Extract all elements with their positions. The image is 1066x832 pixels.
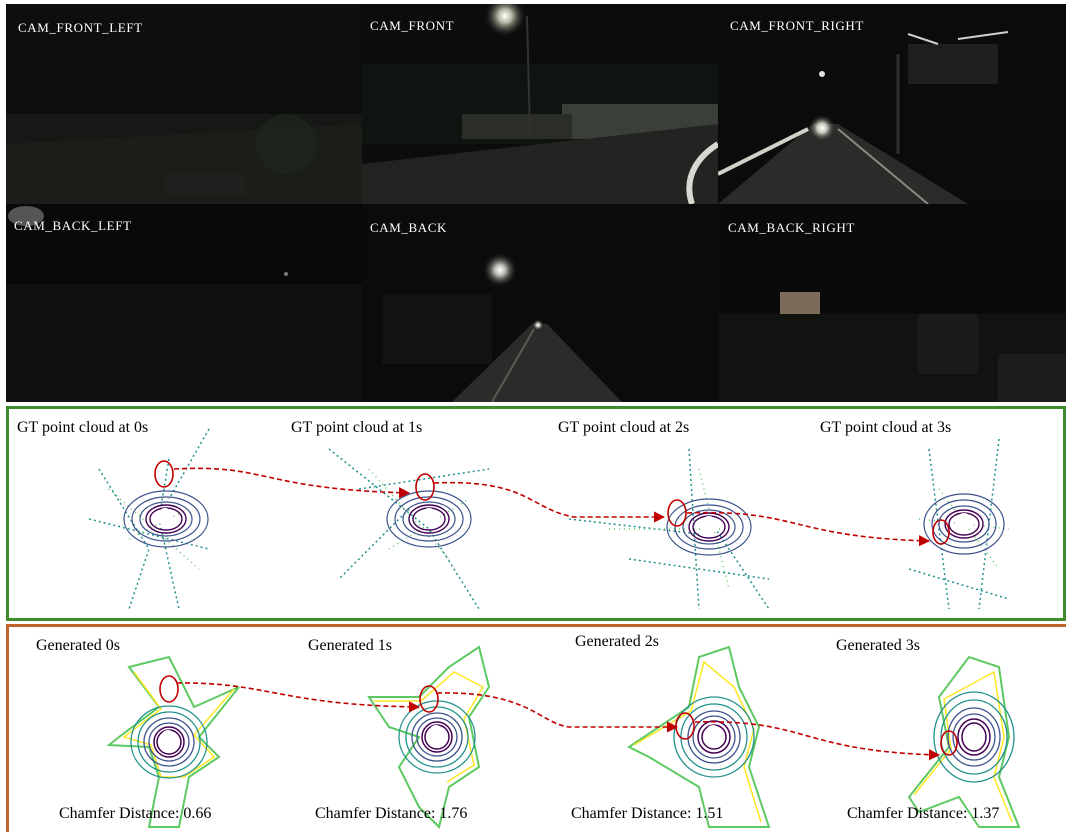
cam-back-left-view: CAM_BACK_LEFT [6, 204, 362, 402]
generated-cloud-2s [627, 645, 771, 828]
generated-label-1s: Generated 1s [308, 637, 392, 654]
chamfer-distance-2s: Chamfer Distance: 1.51 [571, 805, 724, 822]
gt-label-3s: GT point cloud at 3s [820, 419, 952, 436]
cam-back-image [362, 204, 718, 402]
cam-front-left-view: CAM_FRONT_LEFT [6, 4, 362, 204]
cam-front-view: CAM_FRONT [362, 4, 718, 204]
cam-back-label: CAM_BACK [370, 220, 448, 235]
camera-grid: CAM_FRONT_LEFT CAM_FRONT [6, 4, 1066, 402]
gt-point-cloud-plots [88, 428, 1010, 610]
cam-front-label: CAM_FRONT [370, 18, 455, 33]
generated-track-arrows [176, 682, 941, 761]
gt-label-2s: GT point cloud at 2s [558, 419, 690, 436]
gt-cloud-1s [328, 448, 490, 610]
gt-label-0s: GT point cloud at 0s [17, 419, 149, 436]
cam-back-right-label: CAM_BACK_RIGHT [728, 220, 855, 235]
generated-cloud-3s [907, 655, 1021, 828]
gt-track-arrows [173, 467, 931, 547]
generated-track-marker-2s [675, 712, 695, 740]
cam-back-left-image [6, 204, 362, 402]
cam-front-right-label: CAM_FRONT_RIGHT [730, 18, 864, 33]
gt-point-cloud-panel: GT point cloud at 0s GT point cloud at 1… [6, 406, 1066, 621]
cam-front-image [362, 4, 718, 204]
generated-track-marker-0s [159, 675, 179, 703]
cam-front-left-image [6, 4, 362, 204]
cam-back-right-image [718, 204, 1066, 402]
cam-front-right-image [718, 4, 1066, 204]
generated-label-0s: Generated 0s [36, 637, 120, 654]
generated-cloud-1s [367, 645, 491, 829]
generated-label-3s: Generated 3s [836, 637, 920, 654]
gt-track-marker-1s [415, 473, 435, 501]
gt-track-marker-0s [154, 460, 174, 488]
gt-cloud-2s [568, 448, 770, 610]
cam-back-view: CAM_BACK [362, 204, 718, 402]
generated-cloud-0s [106, 655, 240, 828]
generated-track-marker-3s [940, 730, 958, 756]
cam-front-left-label: CAM_FRONT_LEFT [18, 20, 143, 35]
generated-label-2s: Generated 2s [575, 633, 659, 650]
gt-cloud-3s [908, 438, 1010, 610]
cam-back-right-view: CAM_BACK_RIGHT [718, 204, 1066, 402]
gt-label-1s: GT point cloud at 1s [291, 419, 423, 436]
cam-back-left-label: CAM_BACK_LEFT [14, 218, 132, 233]
cam-front-right-view: CAM_FRONT_RIGHT [718, 4, 1066, 204]
chamfer-distance-3s: Chamfer Distance: 1.37 [847, 805, 1000, 822]
generated-point-cloud-plots [106, 645, 1021, 829]
gt-track-marker-2s [667, 499, 687, 527]
generated-track-marker-1s [419, 685, 439, 713]
gt-cloud-0s [88, 428, 210, 610]
chamfer-distance-1s: Chamfer Distance: 1.76 [315, 805, 468, 822]
gt-track-marker-3s [932, 519, 950, 545]
chamfer-distance-0s: Chamfer Distance: 0.66 [59, 805, 212, 822]
generated-point-cloud-panel: Generated 0s Generated 1s Generated 2s G… [6, 624, 1066, 832]
